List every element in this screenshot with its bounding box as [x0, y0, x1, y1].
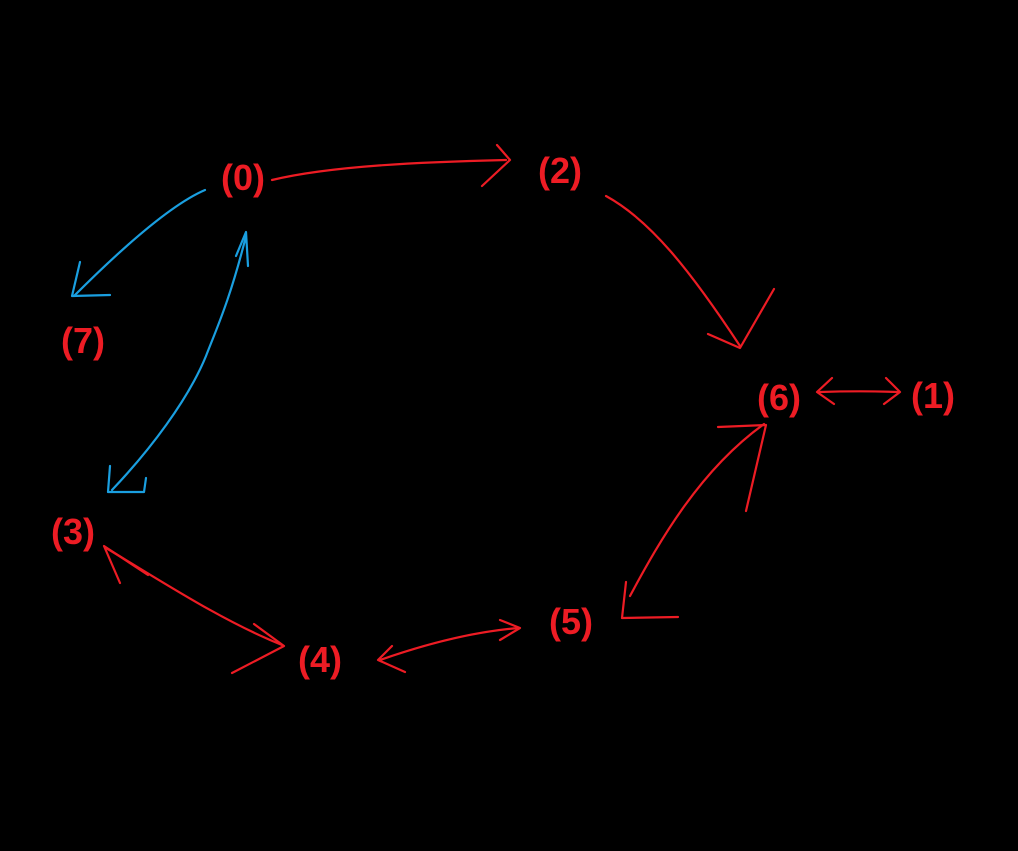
blue-edges: [70, 188, 250, 494]
arrowhead-edge-0-to-3-bottom: [106, 464, 148, 494]
arrowhead-edge-4-to-5-right: [498, 618, 522, 642]
arrowhead-edge-3-to-4-top: [102, 544, 150, 585]
arrowhead-edge-5-to-6-top: [716, 423, 768, 513]
arrowhead-edge-0-to-3-top: [234, 230, 250, 268]
node-0: (0): [221, 157, 265, 198]
node-labels: (0) (2) (7) (6) (1) (3) (5) (4): [51, 150, 955, 680]
edge-5-to-6: [628, 422, 766, 598]
arrowhead-edge-3-to-4-bottom: [230, 622, 286, 675]
node-5: (5): [549, 601, 593, 642]
node-7: (7): [61, 320, 105, 361]
edge-0-to-7: [72, 188, 207, 298]
node-2: (2): [538, 150, 582, 191]
node-1: (1): [911, 375, 955, 416]
arrowhead-edge-2-to-6: [706, 287, 776, 350]
node-4: (4): [298, 639, 342, 680]
arrowhead-edge-6-to-1-left: [815, 376, 836, 406]
arrowhead-edge-6-to-1-right: [882, 376, 902, 406]
node-3: (3): [51, 511, 95, 552]
arrowhead-edge-4-to-5-left: [376, 644, 407, 674]
edge-4-to-5: [378, 626, 520, 662]
edge-0-to-3: [110, 234, 248, 492]
red-edges: [102, 143, 902, 675]
arrowhead-edge-0-to-7: [70, 260, 112, 298]
arrowhead-edge-5-to-6-bottom: [620, 580, 680, 620]
edge-0-to-2: [270, 158, 508, 182]
edge-6-to-1: [818, 390, 900, 394]
edge-3-to-4: [104, 546, 284, 647]
arrowhead-edge-0-to-2: [480, 143, 512, 188]
edge-2-to-6: [604, 194, 742, 348]
node-6: (6): [757, 377, 801, 418]
